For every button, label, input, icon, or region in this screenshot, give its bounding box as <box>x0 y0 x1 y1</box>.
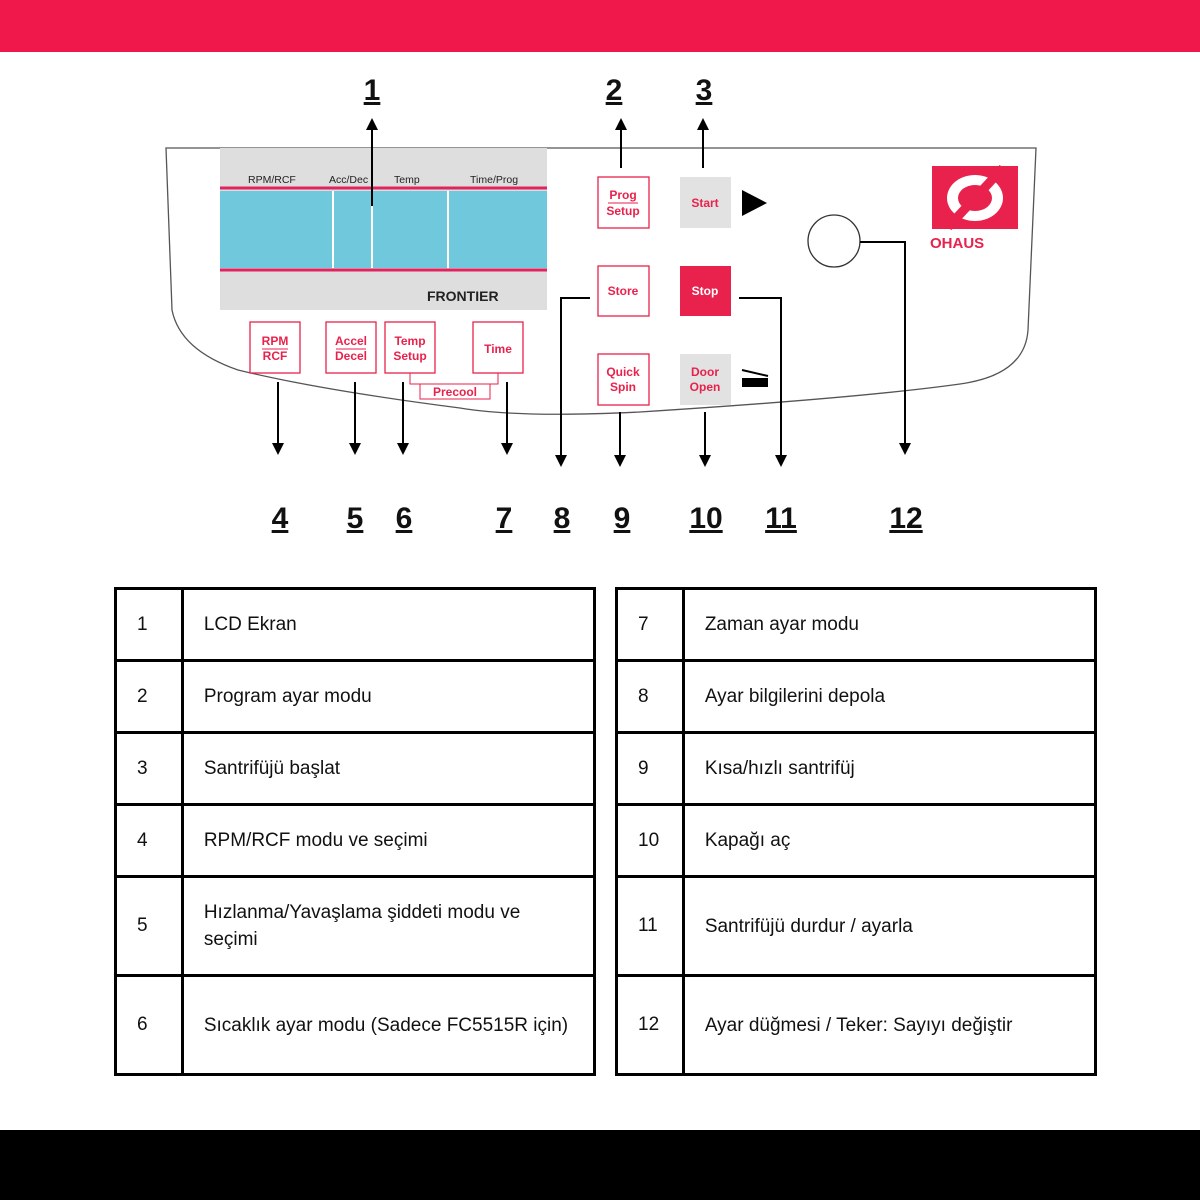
legend-desc: Zaman ayar modu <box>681 587 1098 662</box>
legend-desc: Sıcaklık ayar modu (Sadece FC5515R için) <box>180 974 597 1076</box>
svg-text:Accel: Accel <box>335 334 367 348</box>
svg-text:Open: Open <box>690 380 721 394</box>
legend-desc: Ayar bilgilerini depola <box>681 659 1098 734</box>
svg-text:Stop: Stop <box>692 284 719 298</box>
legend-num: 6 <box>114 974 184 1076</box>
callout-9: 9 <box>614 502 631 535</box>
svg-text:Spin: Spin <box>610 380 636 394</box>
play-arrow-icon <box>742 190 767 216</box>
svg-text:RPM: RPM <box>262 334 289 348</box>
legend-desc: Ayar düğmesi / Teker: Sayıyı değiştir <box>681 974 1098 1076</box>
svg-text:Store: Store <box>608 284 639 298</box>
display-header-time: Time/Prog <box>470 174 518 186</box>
callout-8: 8 <box>554 502 571 535</box>
svg-text:Setup: Setup <box>393 349 426 363</box>
callout-2: 2 <box>606 74 623 107</box>
legend-num: 12 <box>615 974 685 1076</box>
svg-text:Setup: Setup <box>606 204 639 218</box>
lcd-display: RPM/RCF Acc/Dec Temp Time/Prog FRONTIER <box>220 148 547 310</box>
legend-desc: Hızlanma/Yavaşlama şiddeti modu ve seçim… <box>180 875 597 977</box>
rpm-rcf-button[interactable]: RPM RCF <box>249 321 301 374</box>
legend-num: 10 <box>615 803 685 878</box>
door-open-icon <box>741 369 769 387</box>
legend-desc: Kapağı aç <box>681 803 1098 878</box>
callout-5: 5 <box>347 502 364 535</box>
svg-text:Quick: Quick <box>606 365 640 379</box>
control-panel-diagram: RPM/RCF Acc/Dec Temp Time/Prog FRONTIER … <box>165 74 1037 535</box>
legend-num: 3 <box>114 731 184 806</box>
svg-text:Door: Door <box>691 365 719 379</box>
top-banner <box>0 0 1200 52</box>
callout-3: 3 <box>696 74 713 107</box>
legend-num: 2 <box>114 659 184 734</box>
svg-text:Prog: Prog <box>609 188 636 202</box>
quick-spin-button[interactable]: Quick Spin <box>597 353 650 406</box>
callout-11: 11 <box>765 502 797 535</box>
legend-num: 8 <box>615 659 685 734</box>
svg-text:Start: Start <box>691 196 718 210</box>
prog-setup-button[interactable]: Prog Setup <box>597 176 650 229</box>
legend-num: 4 <box>114 803 184 878</box>
legend-desc: LCD Ekran <box>180 587 597 662</box>
callout-arrows <box>272 118 911 467</box>
callout-12: 12 <box>889 502 922 535</box>
legend-num: 1 <box>114 587 184 662</box>
legend-desc: Santrifüjü durdur / ayarla <box>681 875 1098 977</box>
display-header-accdec: Acc/Dec <box>329 174 368 186</box>
model-name: FRONTIER <box>427 288 499 304</box>
door-open-button[interactable]: Door Open <box>680 354 731 405</box>
callout-1: 1 <box>364 74 381 107</box>
bottom-banner <box>0 1130 1200 1200</box>
stop-button[interactable]: Stop <box>680 266 731 316</box>
brand-name: OHAUS <box>930 235 984 252</box>
display-header-temp: Temp <box>394 174 420 186</box>
legend-desc: Program ayar modu <box>180 659 597 734</box>
callout-4: 4 <box>272 502 289 535</box>
ohaus-logo-icon: OHAUS <box>930 164 1018 252</box>
time-button[interactable]: Time <box>472 321 524 374</box>
callout-10: 10 <box>689 502 722 535</box>
legend-num: 11 <box>615 875 685 977</box>
svg-text:RCF: RCF <box>263 349 288 363</box>
legend-desc: RPM/RCF modu ve seçimi <box>180 803 597 878</box>
svg-text:Temp: Temp <box>394 334 425 348</box>
store-button[interactable]: Store <box>597 265 650 317</box>
start-button[interactable]: Start <box>680 177 731 228</box>
svg-text:Time: Time <box>484 342 512 356</box>
legend-num: 9 <box>615 731 685 806</box>
display-header-rpm: RPM/RCF <box>248 174 296 186</box>
legend-num: 5 <box>114 875 184 977</box>
callout-6: 6 <box>396 502 413 535</box>
legend-num: 7 <box>615 587 685 662</box>
callout-7: 7 <box>496 502 513 535</box>
legend-desc: Santrifüjü başlat <box>180 731 597 806</box>
temp-setup-button[interactable]: Temp Setup <box>384 321 436 374</box>
svg-text:Precool: Precool <box>433 385 477 399</box>
legend-desc: Kısa/hızlı santrifüj <box>681 731 1098 806</box>
precool-label: Precool <box>409 373 499 400</box>
svg-text:Decel: Decel <box>335 349 367 363</box>
accel-decel-button[interactable]: Accel Decel <box>325 321 377 374</box>
dial-knob-icon[interactable] <box>807 214 861 268</box>
